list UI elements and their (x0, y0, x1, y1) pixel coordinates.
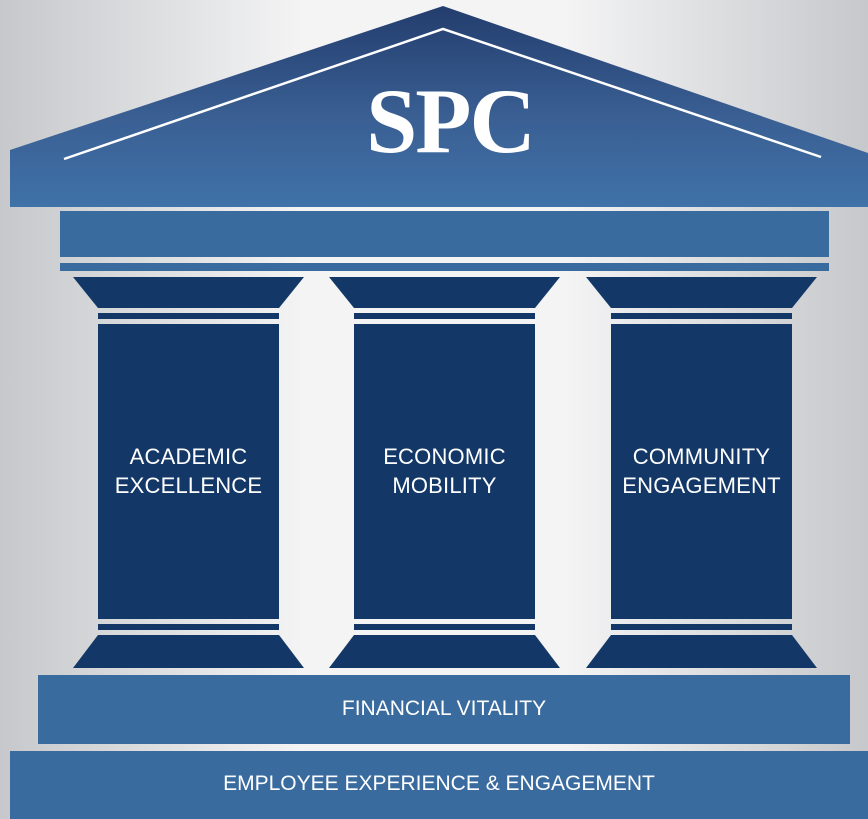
foundation-upper-step (38, 675, 850, 744)
pillar-label-1: ACADEMIC EXCELLENCE (98, 442, 279, 500)
foundation-lower-step (10, 751, 868, 819)
pillar-label-line: ECONOMIC (383, 444, 506, 469)
column-community-engagement (586, 277, 817, 668)
pillar-label-line: ACADEMIC (129, 444, 248, 469)
pillar-label-3: COMMUNITY ENGAGEMENT (601, 442, 802, 500)
pillar-label-line: ENGAGEMENT (622, 473, 781, 498)
roof-pediment (10, 6, 868, 207)
roof-outline-line (63, 27, 822, 161)
pillar-label-line: EXCELLENCE (114, 473, 263, 498)
pillar-label-line: COMMUNITY (632, 444, 771, 469)
spc-logo: SPC (366, 70, 536, 172)
entablature-strip (60, 263, 829, 271)
entablature-beam (60, 211, 829, 257)
foundation-upper-label: FINANCIAL VITALITY (341, 697, 547, 720)
pillar-label-line: MOBILITY (392, 473, 497, 498)
column-economic-mobility (329, 277, 560, 668)
foundation-lower-label: EMPLOYEE EXPERIENCE & ENGAGEMENT (223, 772, 655, 795)
pillar-label-2: ECONOMIC MOBILITY (354, 442, 535, 500)
column-academic-excellence (73, 277, 304, 668)
